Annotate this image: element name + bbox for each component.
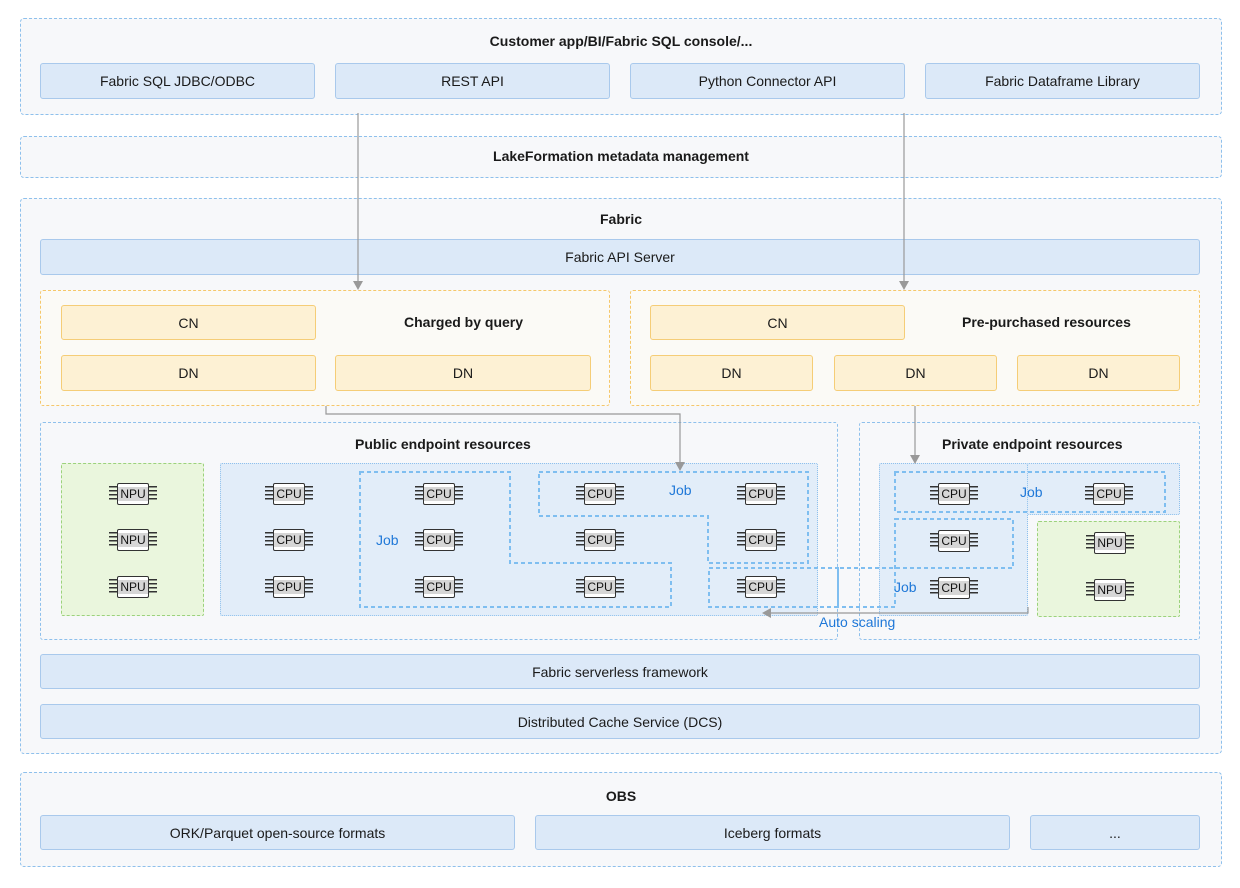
cpu-label: CPU xyxy=(274,580,304,594)
private-job-label-2: Job xyxy=(894,579,917,595)
public-cpu-3: CPU xyxy=(265,572,313,602)
npu-label: NPU xyxy=(118,580,148,594)
public-job-label-1: Job xyxy=(376,532,399,548)
fabric-title: Fabric xyxy=(599,211,642,227)
cpu-label: CPU xyxy=(939,581,969,595)
cpu-label: CPU xyxy=(585,533,615,547)
cpu-label: CPU xyxy=(585,580,615,594)
private-npu-2: NPU xyxy=(1086,575,1134,605)
obs-more-formats: ... xyxy=(1030,815,1200,850)
fabric-serverless-framework: Fabric serverless framework xyxy=(40,654,1200,689)
lakeformation-section: LakeFormation metadata management xyxy=(20,136,1222,178)
public-npu-3: NPU xyxy=(109,572,157,602)
prepurchased-dn-1: DN xyxy=(650,355,813,391)
npu-label: NPU xyxy=(118,487,148,501)
private-cpu-4: CPU xyxy=(930,573,978,603)
charged-cn: CN xyxy=(61,305,316,340)
public-npu-2: NPU xyxy=(109,525,157,555)
private-cpu-1: CPU xyxy=(930,479,978,509)
cpu-label: CPU xyxy=(424,580,454,594)
auto-scaling-label: Auto scaling xyxy=(819,614,896,630)
public-cpu-10: CPU xyxy=(737,479,785,509)
cpu-label: CPU xyxy=(746,533,776,547)
npu-label: NPU xyxy=(118,533,148,547)
customer-title: Customer app/BI/Fabric SQL console/... xyxy=(489,33,753,49)
public-job-label-2: Job xyxy=(669,482,692,498)
public-npu-1: NPU xyxy=(109,479,157,509)
npu-label: NPU xyxy=(1095,536,1125,550)
client-fabric-dataframe-library: Fabric Dataframe Library xyxy=(925,63,1200,99)
private-npu-1: NPU xyxy=(1086,528,1134,558)
public-cpu-9: CPU xyxy=(576,572,624,602)
obs-iceberg-formats: Iceberg formats xyxy=(535,815,1010,850)
public-cpu-1: CPU xyxy=(265,479,313,509)
prepurchased-cn: CN xyxy=(650,305,905,340)
cpu-label: CPU xyxy=(585,487,615,501)
private-cpu-2: CPU xyxy=(1085,479,1133,509)
cpu-label: CPU xyxy=(939,487,969,501)
cpu-label: CPU xyxy=(746,580,776,594)
public-cpu-5: CPU xyxy=(415,525,463,555)
npu-label: NPU xyxy=(1095,583,1125,597)
distributed-cache-service: Distributed Cache Service (DCS) xyxy=(40,704,1200,739)
public-cpu-11: CPU xyxy=(737,525,785,555)
obs-ork-parquet-formats: ORK/Parquet open-source formats xyxy=(40,815,515,850)
charged-dn-1: DN xyxy=(61,355,316,391)
cpu-label: CPU xyxy=(939,534,969,548)
client-python-connector-api: Python Connector API xyxy=(630,63,905,99)
cpu-label: CPU xyxy=(274,487,304,501)
public-endpoint-title: Public endpoint resources xyxy=(355,436,531,452)
cpu-label: CPU xyxy=(274,533,304,547)
lakeformation-title: LakeFormation metadata management xyxy=(493,148,749,164)
public-cpu-12: CPU xyxy=(737,572,785,602)
client-rest-api: REST API xyxy=(335,63,610,99)
prepurchased-dn-2: DN xyxy=(834,355,997,391)
private-endpoint-title: Private endpoint resources xyxy=(942,436,1123,452)
charged-dn-2: DN xyxy=(335,355,591,391)
private-cpu-3: CPU xyxy=(930,526,978,556)
private-job-label-1: Job xyxy=(1020,484,1043,500)
public-cpu-7: CPU xyxy=(576,479,624,509)
pre-purchased-label: Pre-purchased resources xyxy=(962,314,1131,330)
public-cpu-8: CPU xyxy=(576,525,624,555)
public-cpu-2: CPU xyxy=(265,525,313,555)
public-cpu-6: CPU xyxy=(415,572,463,602)
client-fabric-sql-jdbc-odbc: Fabric SQL JDBC/ODBC xyxy=(40,63,315,99)
obs-title: OBS xyxy=(605,788,637,804)
cpu-label: CPU xyxy=(424,487,454,501)
cpu-label: CPU xyxy=(746,487,776,501)
prepurchased-dn-3: DN xyxy=(1017,355,1180,391)
public-cpu-4: CPU xyxy=(415,479,463,509)
charged-by-query-label: Charged by query xyxy=(404,314,524,330)
fabric-api-server: Fabric API Server xyxy=(40,239,1200,275)
cpu-label: CPU xyxy=(1094,487,1124,501)
cpu-label: CPU xyxy=(424,533,454,547)
